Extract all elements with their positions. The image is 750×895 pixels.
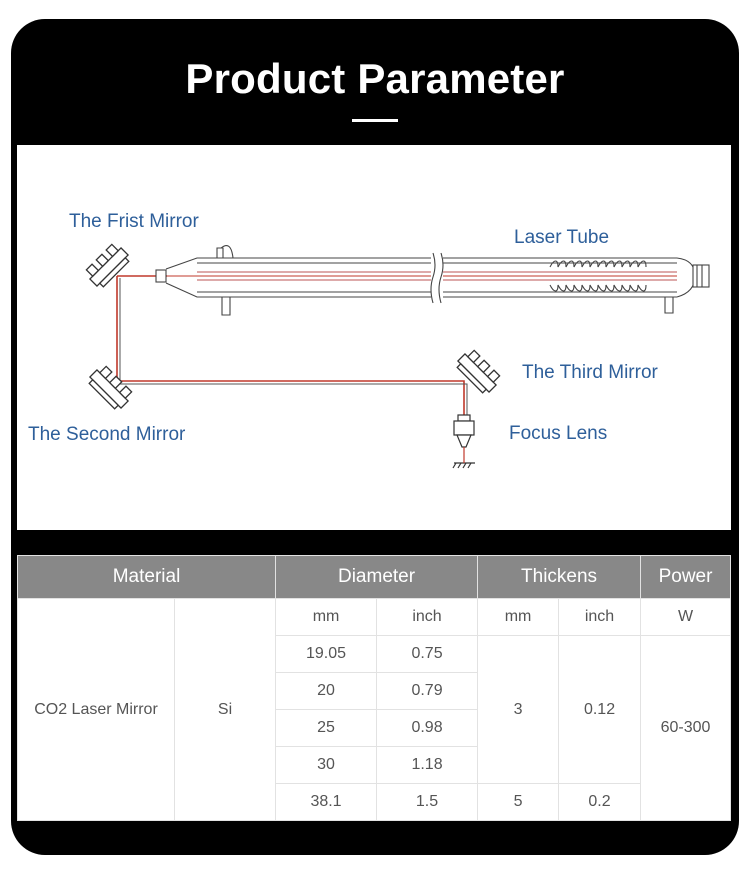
- table-header-row: Material Diameter Thickens Power: [16, 555, 732, 599]
- laser-path-diagram: The Frist Mirror Laser Tube The Third Mi…: [17, 145, 731, 530]
- cell-thickness-inch: 0.2: [558, 783, 642, 821]
- unit-diameter-mm: mm: [275, 598, 378, 636]
- unit-power: W: [640, 598, 732, 636]
- cell-thickness-mm: 3: [477, 635, 560, 784]
- header-material: Material: [16, 555, 277, 599]
- cell-substrate: Si: [173, 598, 277, 821]
- table-row: 30 1.18: [18, 746, 731, 784]
- table-units-row: CO2 Laser Mirror Si mm inch mm inch W: [17, 598, 732, 821]
- first-mirror-icon: [85, 243, 130, 288]
- cell-diameter-inch: 0.98: [376, 709, 479, 747]
- third-mirror-icon: [456, 349, 501, 394]
- cell-diameter-mm: 20: [275, 672, 378, 710]
- cell-thickness-mm: 5: [477, 783, 560, 821]
- header-thickness: Thickens: [477, 555, 642, 599]
- table-row: 20 0.79: [18, 672, 731, 710]
- cell-diameter-inch: 1.5: [376, 783, 479, 821]
- label-first-mirror: The Frist Mirror: [69, 211, 199, 232]
- cell-diameter-mm: 25: [275, 709, 378, 747]
- cell-diameter-inch: 0.79: [376, 672, 479, 710]
- cell-diameter-inch: 0.75: [376, 635, 479, 673]
- label-third-mirror: The Third Mirror: [522, 362, 658, 383]
- cell-power: 60-300: [640, 635, 732, 821]
- cell-thickness-inch: 0.12: [558, 635, 642, 784]
- table-row: 38.1 1.5 5 0.2: [18, 783, 731, 821]
- cell-diameter-mm: 19.05: [275, 635, 378, 673]
- header-power: Power: [640, 555, 732, 599]
- cell-material-name: CO2 Laser Mirror: [17, 598, 175, 821]
- table-row: 19.05 0.75 3 0.12 60-300: [18, 635, 732, 821]
- cell-diameter-mm: 38.1: [275, 783, 378, 821]
- title-underline: [352, 119, 398, 122]
- page-title: Product Parameter: [185, 55, 565, 102]
- product-parameter-card: Product Parameter: [11, 19, 739, 855]
- focus-lens-icon: [452, 414, 475, 469]
- laser-path-drawing: [85, 243, 710, 469]
- laser-beam-path: [116, 275, 465, 445]
- cell-diameter-inch: 1.18: [376, 746, 479, 784]
- label-second-mirror: The Second Mirror: [28, 424, 186, 445]
- header-diameter: Diameter: [275, 555, 479, 599]
- cell-diameter-mm: 30: [275, 746, 378, 784]
- unit-thickness-mm: mm: [477, 598, 560, 636]
- label-laser-tube: Laser Tube: [514, 227, 610, 248]
- laser-tube-icon: [155, 245, 710, 316]
- unit-thickness-inch: inch: [558, 598, 642, 636]
- table-row: 25 0.98: [18, 709, 731, 747]
- unit-diameter-inch: inch: [376, 598, 479, 636]
- second-mirror-icon: [88, 365, 133, 410]
- parameter-table: Material Diameter Thickens Power CO2 Las…: [16, 555, 732, 821]
- label-focus-lens: Focus Lens: [509, 423, 608, 444]
